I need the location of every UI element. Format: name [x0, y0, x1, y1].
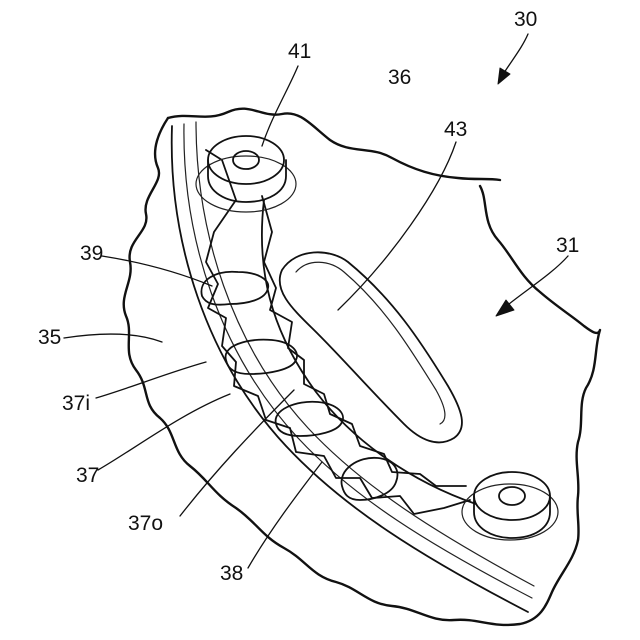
leader-37 — [98, 394, 230, 470]
arrow-30 — [502, 34, 528, 76]
leader-38 — [248, 462, 322, 568]
label-37o: 37o — [128, 512, 163, 535]
label-41: 41 — [288, 40, 311, 63]
boss-2-body — [474, 496, 550, 538]
leader-39 — [102, 256, 212, 286]
label-43: 43 — [444, 118, 467, 141]
label-36: 36 — [388, 66, 411, 89]
label-37i: 37i — [62, 392, 90, 415]
slot-43 — [280, 252, 462, 442]
arrow-30-head — [498, 68, 510, 84]
label-35: 35 — [38, 326, 61, 349]
boss-2-hole — [499, 487, 525, 505]
label-37: 37 — [76, 464, 99, 487]
leader-35 — [64, 334, 162, 342]
part-31-break-line — [480, 186, 600, 540]
label-30: 30 — [514, 8, 537, 31]
part-35-break-line — [124, 118, 578, 625]
leader-37i — [96, 362, 206, 398]
leader-43 — [338, 142, 456, 310]
leader-41 — [262, 66, 298, 146]
label-38: 38 — [220, 562, 243, 585]
tooth-profile-outer — [206, 150, 470, 514]
arrow-31 — [504, 256, 568, 308]
label-31: 31 — [556, 234, 579, 257]
boss-41-hole — [233, 151, 259, 169]
boss-2-top — [474, 472, 550, 520]
boss-41-body — [208, 160, 286, 202]
label-39: 39 — [80, 242, 103, 265]
boss-2-base — [462, 484, 558, 540]
tooth-3 — [276, 402, 343, 436]
slot-43-inner — [296, 262, 445, 424]
